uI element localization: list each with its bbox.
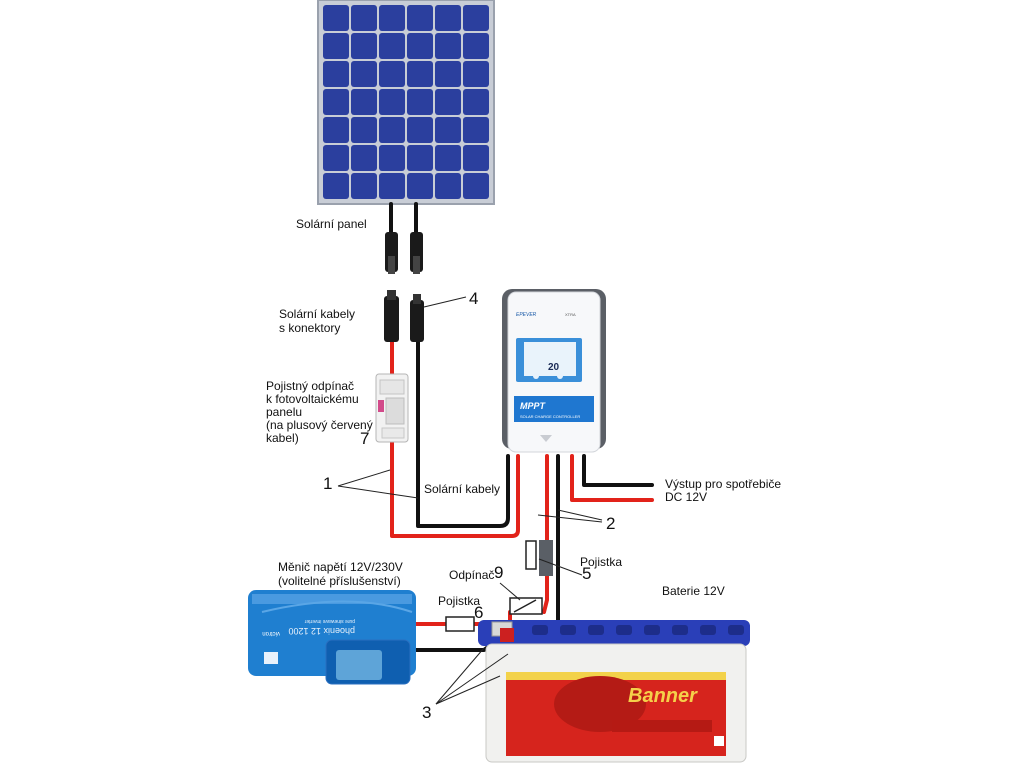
battery-cap: [560, 625, 576, 635]
solar-cell: [463, 89, 489, 115]
solar-cell: [407, 5, 433, 31]
mc4-connectors-top: [385, 232, 423, 274]
label-output-line2: DC 12V: [665, 490, 708, 504]
solar-cell: [407, 61, 433, 87]
mc4-connectors-bottom: [384, 290, 424, 342]
number-9: 9: [494, 563, 504, 582]
label-inverter-line2: (volitelné příslušenství): [278, 574, 401, 588]
solar-cell: [379, 173, 405, 199]
fuse-6: [445, 616, 475, 632]
solar-cell: [351, 33, 377, 59]
solar-cell: [463, 145, 489, 171]
label-solar-cables-connectors-line1: Solární kabely: [279, 307, 356, 321]
label-solar-panel: Solární panel: [296, 217, 367, 231]
solar-cell: [379, 89, 405, 115]
solar-cell: [379, 33, 405, 59]
number-3: 3: [422, 703, 432, 722]
solar-cell: [379, 5, 405, 31]
battery-cap: [532, 625, 548, 635]
controller-brand-text: EPEVER: [516, 312, 537, 318]
label-disconnector: Odpínač: [449, 568, 495, 582]
solar-cell: [463, 117, 489, 143]
solar-cell: [463, 173, 489, 199]
pointer-lines: [337, 296, 603, 705]
disconnector-switch: [509, 597, 543, 615]
solar-cell: [407, 33, 433, 59]
solar-panel: [317, 0, 495, 205]
solar-cell: [323, 117, 349, 143]
number-2: 2: [606, 514, 616, 533]
label-solar-cables-connectors-line2: s konektory: [279, 321, 341, 335]
solar-cell: [351, 117, 377, 143]
solar-cell: [351, 173, 377, 199]
inverter-sub-text: pure sinewave inverter: [304, 618, 355, 624]
solar-cell: [435, 117, 461, 143]
controller-mppt-text: MPPT: [520, 401, 547, 411]
solar-cell: [407, 117, 433, 143]
label-pv-fuse-line3: panelu: [266, 405, 303, 419]
controller-lcd-value: 20: [548, 362, 560, 373]
label-pv-fuse-line4: (na plusový červený: [266, 418, 373, 432]
label-inverter-line1: Měnič napětí 12V/230V: [278, 560, 403, 574]
label-pv-fuse-line1: Pojistný odpínač: [266, 379, 355, 393]
solar-cell: [463, 33, 489, 59]
solar-cell: [463, 5, 489, 31]
solar-cell: [407, 89, 433, 115]
battery-cap: [672, 625, 688, 635]
solar-cell: [351, 145, 377, 171]
solar-cell: [379, 117, 405, 143]
solar-cell: [435, 5, 461, 31]
battery-cap: [616, 625, 632, 635]
label-pv-fuse-line5: kabel): [266, 431, 299, 445]
inverter-brand-text: victron: [262, 630, 280, 636]
solar-cell: [435, 61, 461, 87]
label-fuse-6: Pojistka: [438, 594, 481, 608]
number-7: 7: [360, 429, 370, 448]
controller-model-text: XTRA: [565, 312, 576, 317]
solar-cell: [435, 173, 461, 199]
pv-fuse-disconnector: [375, 373, 409, 443]
number-5: 5: [582, 564, 592, 583]
number-4: 4: [469, 289, 479, 308]
battery-cap: [728, 625, 744, 635]
solar-cell: [379, 145, 405, 171]
battery-cap: [644, 625, 660, 635]
solar-cell: [463, 61, 489, 87]
solar-cell: [323, 173, 349, 199]
solar-cell: [407, 145, 433, 171]
number-6: 6: [474, 603, 484, 622]
label-pv-fuse-line2: k fotovoltaickému: [266, 392, 359, 406]
label-solar-cables: Solární kabely: [424, 482, 501, 496]
number-1: 1: [323, 474, 333, 493]
battery: Banner: [478, 620, 750, 763]
solar-cell: [351, 5, 377, 31]
fuse-5: [525, 540, 553, 576]
battery-cap: [588, 625, 604, 635]
label-battery: Baterie 12V: [662, 584, 725, 598]
solar-cell: [435, 33, 461, 59]
solar-cell: [323, 5, 349, 31]
solar-cell: [323, 33, 349, 59]
controller-sub-text: SOLAR CHARGE CONTROLLER: [520, 414, 580, 419]
solar-cell: [435, 89, 461, 115]
solar-cells: [323, 5, 489, 199]
solar-cell: [323, 145, 349, 171]
solar-cell: [379, 61, 405, 87]
label-output-line1: Výstup pro spotřebiče: [665, 477, 782, 491]
solar-cell: [323, 89, 349, 115]
solar-cell: [351, 61, 377, 87]
solar-cell: [323, 61, 349, 87]
mppt-controller: MPPT SOLAR CHARGE CONTROLLER EPEVER XTRA…: [502, 289, 606, 453]
label-fuse-5: Pojistka: [580, 555, 623, 569]
solar-cell: [351, 89, 377, 115]
inverter: phoenix 12 1200 pure sinewave inverter v…: [248, 590, 416, 685]
battery-brand-text: Banner: [628, 685, 698, 707]
solar-cell: [407, 173, 433, 199]
solar-cell: [435, 145, 461, 171]
inverter-name-text: phoenix 12 1200: [288, 626, 355, 636]
battery-caps: [532, 625, 744, 635]
battery-cap: [700, 625, 716, 635]
